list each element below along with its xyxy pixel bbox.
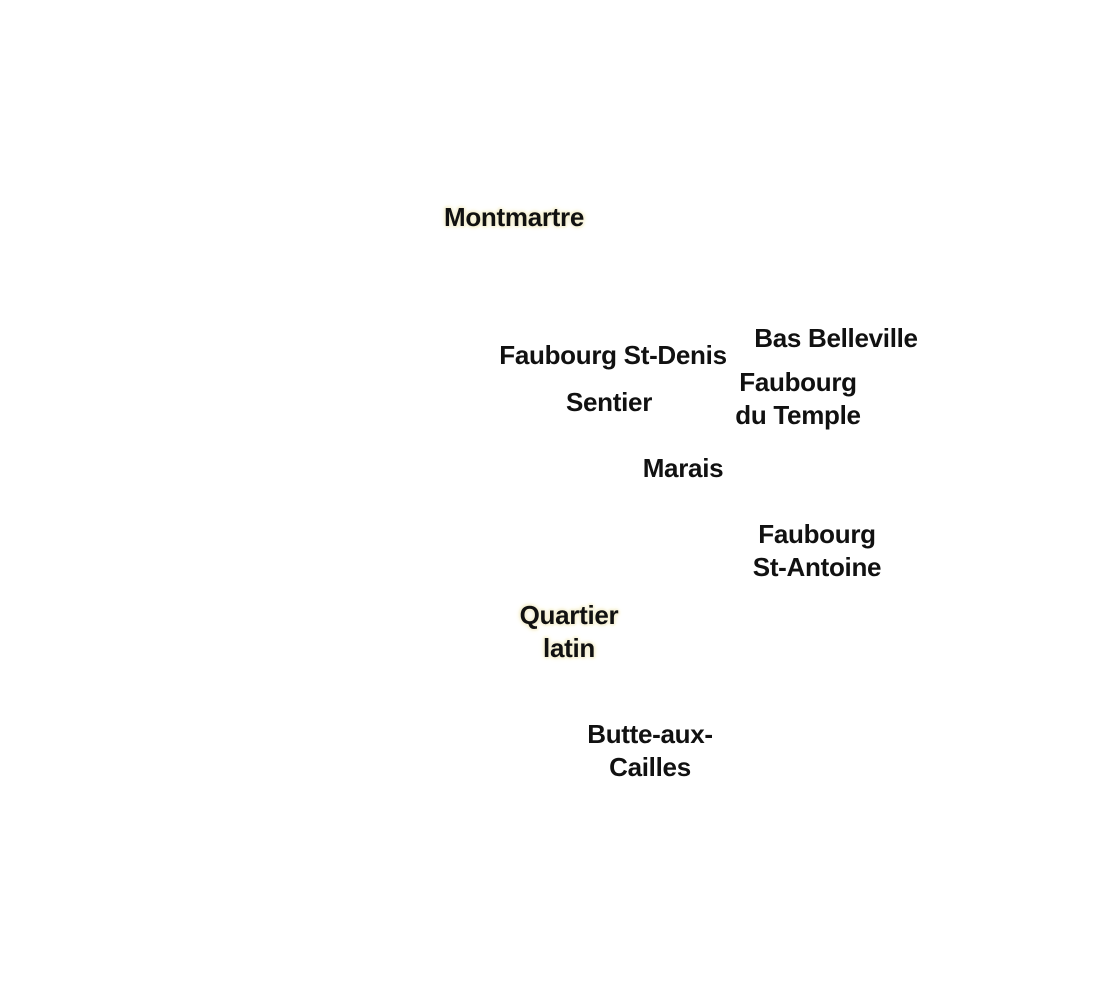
label-sentier-text: Sentier [565,387,653,417]
label-quartier-latin: Quartier latin [520,599,619,665]
label-butte-aux-cailles: Butte-aux- Cailles [587,718,713,784]
label-faubourg-st-antoine: Faubourg St-Antoine [752,518,882,584]
label-sentier: Sentier [566,386,652,419]
label-quartier-latin-line2: latin [543,633,595,663]
label-marais-text: Marais [642,453,724,483]
label-montmartre-text: Montmartre [443,202,585,232]
label-butte-aux-cailles-line1: Butte-aux- [587,719,713,749]
label-faubourg-st-denis: Faubourg St-Denis [499,339,727,372]
label-montmartre: Montmartre [444,201,584,234]
label-butte-aux-cailles-line2: Cailles [609,752,691,782]
label-quartier-latin-line1: Quartier [519,600,619,630]
label-faubourg-st-antoine-line1: Faubourg [758,519,876,549]
label-faubourg-du-temple-line2: du Temple [735,400,861,430]
label-bas-belleville-text: Bas Belleville [754,323,918,353]
label-faubourg-st-antoine-line2: St-Antoine [752,552,882,582]
label-marais: Marais [643,452,724,485]
label-faubourg-du-temple-line1: Faubourg [739,367,857,397]
label-faubourg-st-denis-text: Faubourg St-Denis [499,340,727,370]
label-faubourg-du-temple: Faubourg du Temple [735,366,861,432]
label-bas-belleville: Bas Belleville [754,322,918,355]
